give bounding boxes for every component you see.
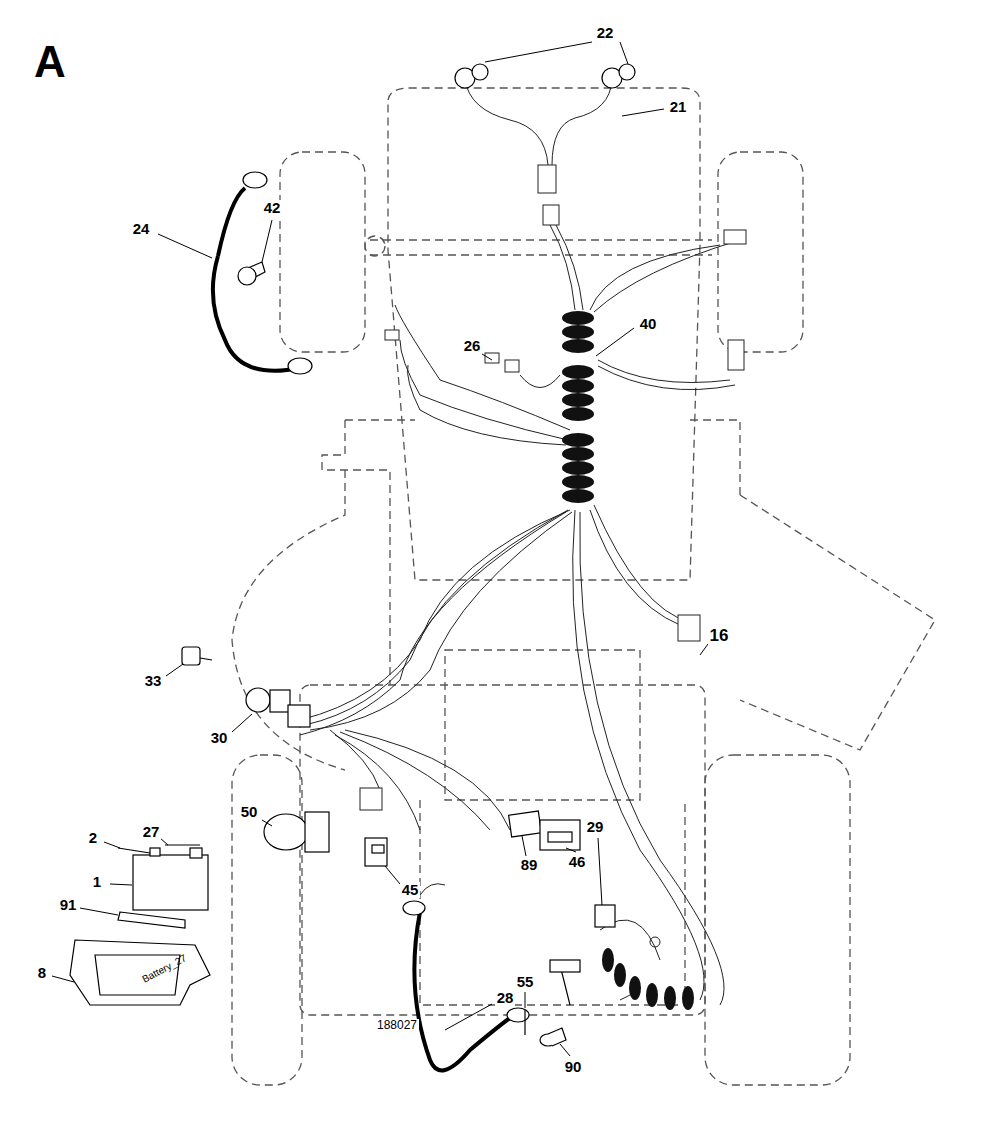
callout-number: 16 — [708, 627, 731, 646]
callout-number: 21 — [668, 99, 689, 116]
callout-number: 40 — [638, 316, 659, 333]
callout-number: 26 — [462, 338, 483, 355]
callout-number: 50 — [239, 804, 260, 821]
section-letter: A — [34, 40, 66, 84]
callout-number: 22 — [595, 25, 616, 42]
callout-number: 8 — [36, 965, 48, 982]
callout-number: 28 — [495, 990, 516, 1007]
callout-number: 1 — [91, 874, 103, 891]
callout-number: 2 — [87, 830, 99, 847]
callout-number: 89 — [519, 857, 540, 874]
drawing-note: 188027 — [375, 1019, 419, 1032]
callout-number: 33 — [143, 673, 164, 690]
leader-lines — [52, 42, 708, 1056]
callout-number: 27 — [141, 824, 162, 841]
callout-number: 90 — [563, 1059, 584, 1076]
harness-wires — [300, 80, 746, 1005]
harness-coils — [562, 311, 694, 1010]
tractor-outline — [232, 88, 935, 1085]
callout-number: 29 — [585, 819, 606, 836]
callout-number: 24 — [131, 221, 152, 238]
callout-number: 45 — [400, 882, 421, 899]
callout-number: 55 — [515, 974, 536, 991]
callout-number: 30 — [209, 730, 230, 747]
callout-number: 42 — [262, 200, 283, 217]
parts — [70, 64, 635, 1070]
callout-number: 46 — [567, 854, 588, 871]
callout-number: 91 — [58, 897, 79, 914]
